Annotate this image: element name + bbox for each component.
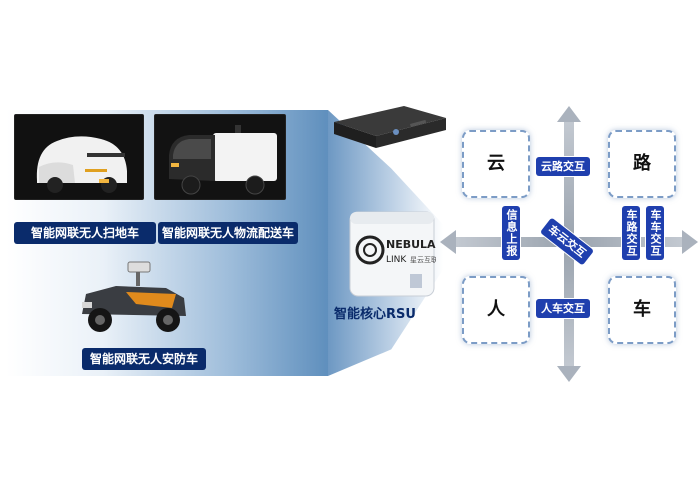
tag-car-road: 车路交互 (622, 206, 640, 260)
tag-person-car: 人车交互 (536, 299, 590, 318)
tag-info-report: 信息上报 (502, 206, 520, 260)
server-device (330, 100, 450, 156)
arrow-down-icon (557, 366, 581, 382)
rsu-brand-bottom: LINK (386, 255, 407, 265)
rsu-device-icon: NEBULA LINK 星云互联 (349, 211, 438, 297)
security-vehicle-icon (82, 261, 186, 332)
sweeper-photo (14, 114, 144, 200)
sweeper-label: 智能网联无人扫地车 (14, 222, 156, 244)
node-road: 路 (608, 130, 676, 198)
rsu-brand-cn: 星云互联 (410, 255, 436, 264)
arrow-up-icon (557, 106, 581, 122)
server-device-icon (334, 106, 446, 148)
delivery-label: 智能网联无人物流配送车 (158, 222, 298, 244)
node-cloud: 云 (462, 130, 530, 198)
interaction-diagram: 云 路 人 车 云路交互 人车交互 车云交互 信息上报 车路交互 车车交互 (440, 106, 698, 382)
security-label: 智能网联无人安防车 (82, 348, 206, 370)
node-person: 人 (462, 276, 530, 344)
arrow-left-icon (440, 230, 456, 254)
rsu-device: NEBULA LINK 星云互联 (348, 210, 438, 298)
security-photo (66, 258, 196, 338)
arrow-right-icon (682, 230, 698, 254)
delivery-vehicle-icon (155, 115, 285, 199)
node-car: 车 (608, 276, 676, 344)
tag-cloud-road: 云路交互 (536, 157, 590, 176)
sweeper-vehicle-icon (15, 115, 143, 199)
delivery-photo (154, 114, 286, 200)
tag-car-car: 车车交互 (646, 206, 664, 260)
rsu-label: 智能核心RSU (334, 307, 416, 322)
rsu-brand-top: NEBULA (386, 238, 436, 251)
